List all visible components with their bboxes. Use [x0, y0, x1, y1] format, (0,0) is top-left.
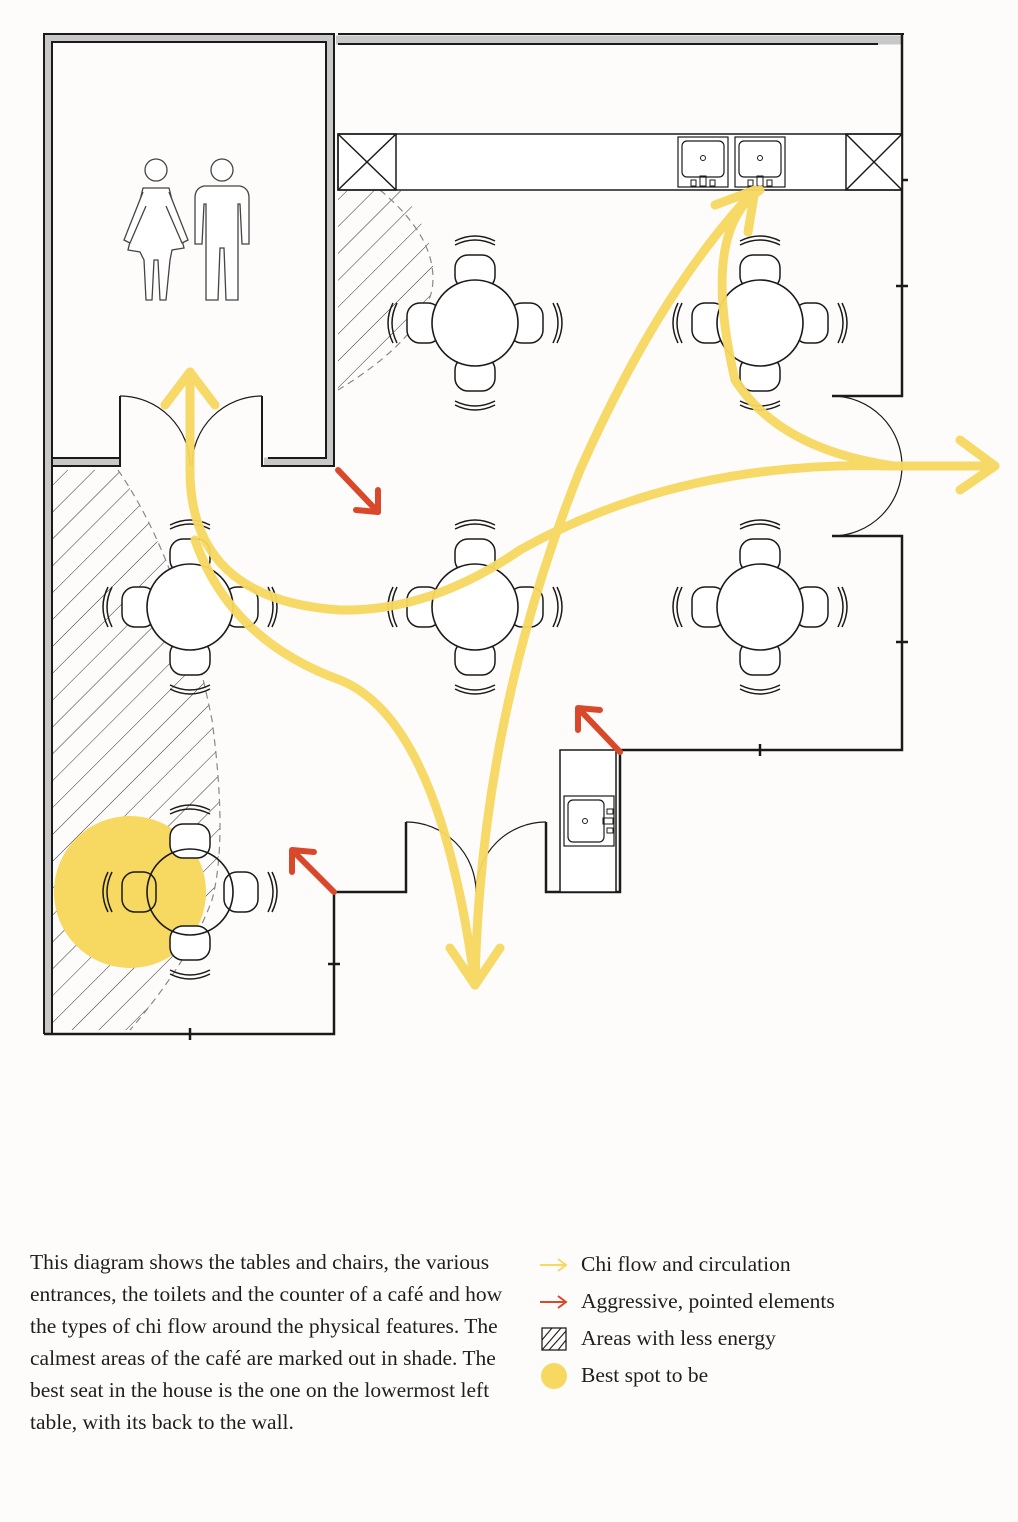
- legend-label: Best spot to be: [581, 1363, 709, 1387]
- aggressive-element-arrows: [289, 467, 623, 895]
- door-swing-icon: [119, 395, 903, 893]
- yellow-dot-icon: [538, 1362, 570, 1389]
- low-energy-area-top: [338, 190, 434, 390]
- toilet-block-walls: [43, 33, 902, 1034]
- legend-label: Chi flow and circulation: [581, 1252, 791, 1276]
- legend: Chi flow and circulation Aggressive, poi…: [538, 1246, 835, 1394]
- diagram-caption: This diagram shows the tables and chairs…: [30, 1250, 503, 1434]
- table-icon: [102, 804, 278, 980]
- counter: [337, 133, 903, 191]
- table-icon: [673, 520, 847, 694]
- legend-item-aggressive: Aggressive, pointed elements: [538, 1283, 835, 1320]
- legend-item-low-energy: Areas with less energy: [538, 1320, 835, 1357]
- chi-flow-arrows: [160, 185, 1000, 990]
- sink-icon: [734, 136, 786, 188]
- yellow-arrow-icon: [538, 1253, 570, 1277]
- legend-item-best-spot: Best spot to be: [538, 1357, 835, 1394]
- sink-icon: [563, 795, 615, 847]
- legend-item-chi-flow: Chi flow and circulation: [538, 1246, 835, 1283]
- hatched-square-icon: [538, 1326, 570, 1351]
- low-energy-area-top-edge: [337, 189, 434, 391]
- red-arrow-icon: [538, 1290, 570, 1314]
- legend-label: Aggressive, pointed elements: [581, 1289, 835, 1313]
- best-spot-marker: [54, 816, 206, 968]
- cafe-floor-plan: [43, 33, 1000, 1040]
- sink-icon: [677, 136, 729, 188]
- toilet-sign-icon: [123, 158, 250, 301]
- legend-label: Areas with less energy: [581, 1326, 776, 1350]
